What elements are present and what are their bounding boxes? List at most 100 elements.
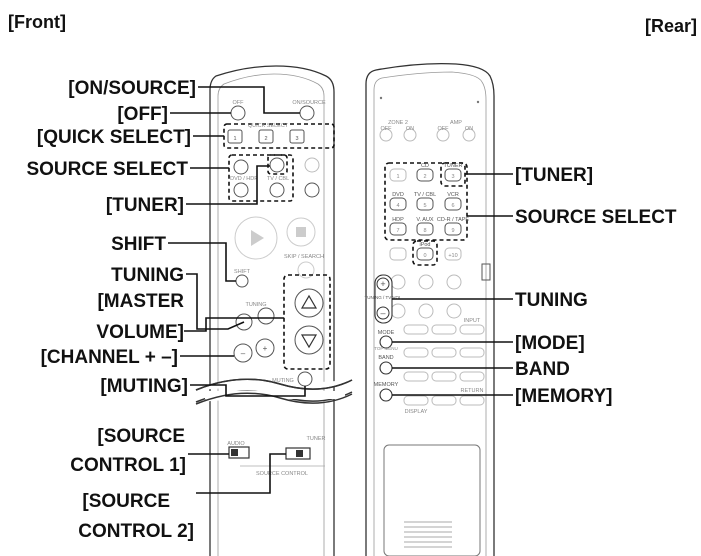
rear-dvd-text: DVD: [392, 192, 404, 198]
rear-input-text: INPUT: [464, 318, 481, 324]
front-heading: [Front]: [8, 12, 66, 32]
amp-off-button[interactable]: [436, 128, 450, 142]
rear-row1-button-c[interactable]: [446, 274, 462, 290]
rear-grid-r1c2[interactable]: [431, 324, 457, 335]
key-plus10-button[interactable]: [444, 247, 462, 261]
ipod-group-box: [412, 240, 438, 266]
rear-k6-text: 6: [451, 203, 454, 209]
tuning-minus-button[interactable]: [376, 306, 390, 320]
key-ipod-button[interactable]: [416, 247, 434, 261]
key-tuner-button[interactable]: [444, 168, 462, 182]
tuning-button-plus[interactable]: [257, 307, 275, 325]
key-tv-cbl-button[interactable]: [416, 197, 434, 211]
rear-grid-r3c1[interactable]: [403, 371, 429, 382]
rear-k3-text: 3: [451, 174, 454, 180]
source-button-a[interactable]: [233, 159, 249, 175]
front-quick-select-text: QUICK SELECT: [248, 123, 289, 129]
tuner-button-front[interactable]: [269, 157, 285, 173]
quick-select-2-button[interactable]: [258, 129, 274, 144]
rear-grid-r3c3[interactable]: [459, 371, 485, 382]
on-source-leader: [198, 86, 300, 114]
rear-ipod-text: iPod: [419, 242, 430, 248]
key-1-button[interactable]: [389, 168, 407, 182]
front-remote-body: [209, 65, 335, 556]
rear-vcr-text: VCR: [447, 192, 459, 198]
key-dvd-button[interactable]: [389, 197, 407, 211]
source-control-1-switch[interactable]: [228, 446, 250, 459]
muting-button[interactable]: [297, 371, 313, 387]
master-volume-down-button[interactable]: [294, 325, 324, 355]
rear-row2-button-a[interactable]: [390, 303, 406, 319]
source-control-2-knob: [296, 450, 303, 457]
volume-down-icon: [300, 334, 318, 349]
rear-grid-r1c1[interactable]: [403, 324, 429, 335]
rear-row2-button-b[interactable]: [418, 303, 434, 319]
key-vcr-button[interactable]: [444, 197, 462, 211]
rear-side-tab: [481, 263, 491, 281]
rear-grid-r2c2[interactable]: [431, 347, 457, 358]
source-control-2-leader: [196, 453, 286, 494]
source-dvd-hdp-button[interactable]: [233, 182, 249, 198]
quick-select-3-button[interactable]: [289, 129, 305, 144]
tuning-plus-button[interactable]: [376, 277, 390, 291]
rear-remote-buttons: [379, 128, 485, 406]
muting-leader: [190, 384, 306, 397]
quick-select-1-button[interactable]: [227, 129, 243, 144]
front-break-line-2: [195, 392, 353, 405]
rear-grid-r4c1[interactable]: [403, 395, 429, 406]
memory-button[interactable]: [379, 388, 393, 402]
rear-top-menu-text: TOP MENU: [374, 346, 398, 351]
rear-cdr-tape-text: CD-R / TAPE: [437, 217, 470, 223]
source-button-c[interactable]: [304, 182, 320, 198]
rear-grid-r4c2[interactable]: [431, 395, 457, 406]
zone2-on-button[interactable]: [403, 128, 417, 142]
rear-grid-r2c3[interactable]: [459, 347, 485, 358]
front-break-line-1: [195, 378, 353, 391]
rear-grid-r1c3[interactable]: [459, 324, 485, 335]
front-muting-text: MUTING: [272, 378, 294, 384]
rear-remote-body: [365, 62, 495, 556]
rear-k2-text: 2: [423, 174, 426, 180]
rear-hdp-text: HDP: [392, 217, 404, 223]
amp-on-button[interactable]: [462, 128, 476, 142]
master-volume-up-button[interactable]: [294, 288, 324, 318]
rear-row2-button-c[interactable]: [446, 303, 462, 319]
rear-return-text: RETURN: [461, 388, 484, 394]
front-on-source-text: ON/SOURCE: [292, 100, 326, 106]
rear-row1-button-b[interactable]: [418, 274, 434, 290]
key-cdr-tape-button[interactable]: [444, 222, 462, 236]
rear-k8-text: 8: [423, 228, 426, 234]
rear-grid-r2c1[interactable]: [403, 347, 429, 358]
key-left-bottom-button[interactable]: [389, 247, 407, 261]
key-hdp-button[interactable]: [389, 222, 407, 236]
on-source-button[interactable]: [299, 105, 315, 121]
rear-remote: [365, 62, 495, 556]
front-skip-text: SKIP / SEARCH: [284, 254, 324, 260]
rear-leader-lines: [392, 173, 513, 396]
band-button[interactable]: [379, 361, 393, 375]
key-cd-button[interactable]: [416, 168, 434, 182]
shift-button[interactable]: [235, 274, 249, 288]
tuning-plus-glyph: +: [380, 279, 385, 289]
rear-grid-r3c2[interactable]: [431, 371, 457, 382]
rear-zone2-text: ZONE 2: [388, 120, 408, 126]
source-tv-cbl-button[interactable]: [269, 182, 285, 198]
rear-zone2-on-text: ON: [406, 126, 414, 132]
channel-minus-button[interactable]: [233, 343, 253, 363]
key-v-aux-button[interactable]: [416, 222, 434, 236]
source-button-b[interactable]: [304, 157, 320, 173]
zone2-off-button[interactable]: [379, 128, 393, 142]
battery-cover-grip: [404, 521, 452, 548]
source-control-2-label-line1: [SOURCE: [82, 491, 170, 512]
muting-label: [MUTING]: [100, 376, 188, 397]
rear-grid-r4c3[interactable]: [459, 395, 485, 406]
rear-memory-text: MEMORY: [374, 382, 399, 388]
rear-v-aux-text: V. AUX: [416, 217, 434, 223]
channel-plus-button[interactable]: [255, 338, 275, 358]
rear-row1-button-a[interactable]: [390, 274, 406, 290]
channel-plus-glyph: +: [263, 344, 268, 353]
off-button[interactable]: [230, 105, 246, 121]
skip-button[interactable]: [297, 261, 315, 279]
